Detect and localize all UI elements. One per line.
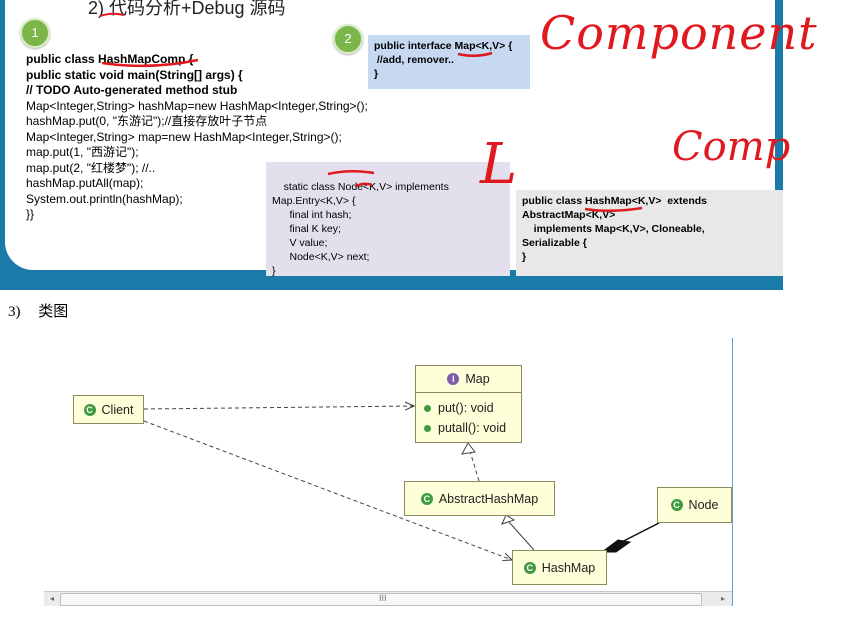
public-method-icon [424,425,431,432]
section-title-text: 类图 [38,302,69,320]
node-class-label: Node [688,498,719,512]
map-interface-code-box: public interface Map<K,V> { //add, remov… [368,35,530,89]
node-code-text: static class Node<K,V> implements Map.En… [272,181,449,277]
node-class-code-box: static class Node<K,V> implements Map.En… [266,162,510,277]
abstract-map-realization [468,447,480,482]
code-line: // TODO Auto-generated method stub [26,83,238,97]
method-putall-label: putall(): void [438,421,507,435]
code-line: Map<Integer,String> hashMap=new HashMap<… [26,98,368,113]
abstract-hash-map-class[interactable]: C AbstractHashMap [404,481,555,516]
section-3-title: 3) 类图 [8,300,68,321]
class-icon: C [670,499,683,511]
hashmap-class-code-box: public class HashMap<K,V> extends Abstra… [516,190,783,276]
code-line: public static void main(String[] args) { [26,67,243,82]
code-line: hashMap.put(0, "东游记");//直接存放叶子节点 [26,114,268,128]
code-line: }} [26,207,35,221]
hashmap-abstract-generalization [508,521,535,551]
handwritten-component-annotation: Component [540,6,818,60]
client-class[interactable]: C Client [73,395,144,424]
code-line: hashMap.putAll(map); [26,176,144,190]
method-put-label: put(): void [438,401,494,415]
code-line: System.out.println(hashMap); [26,191,183,206]
main-code-block: public class HashMapComp {public static … [26,52,368,223]
abstract-hash-map-label: AbstractHashMap [438,491,539,506]
scroll-left-icon[interactable]: ◂ [49,594,54,603]
code-line: public class HashMapComp { [26,52,194,66]
interface-icon: I [447,373,460,385]
node-class[interactable]: C Node [657,487,732,523]
horizontal-scrollbar[interactable]: ◂ III ▸ [44,591,732,606]
class-icon: C [420,492,433,505]
class-diagram: C Client I Map put(): void putall(): voi… [44,338,733,606]
hash-map-class-label: HashMap [541,560,596,575]
code-line: map.put(1, "西游记"); [26,145,139,159]
method-putall: putall(): void [424,418,521,438]
section-heading: 2) 代码分析+Debug 源码 [88,0,286,18]
diagram-connectors [143,338,660,606]
code-screenshot-panel: 2) 代码分析+Debug 源码 1 2 3 4 public class Ha… [0,0,818,290]
section-number: 3) [8,304,21,320]
scroll-right-icon[interactable]: ▸ [720,594,725,603]
public-method-icon [424,405,431,412]
scroll-grip-icon: III [379,593,387,603]
code-line: Map<Integer,String> map=new HashMap<Inte… [26,129,342,144]
client-map-dependency [143,406,414,409]
scrollbar-thumb[interactable]: III [60,593,702,606]
client-hashmap-dependency [143,420,512,560]
class-icon: C [83,403,96,416]
client-class-label: Client [101,402,134,417]
badge-2: 2 [333,24,363,54]
method-put: put(): void [424,398,521,418]
hash-map-class[interactable]: C HashMap [512,550,607,585]
handwritten-leaf-annotation: L [480,132,518,197]
handwritten-underlines [99,12,643,212]
handwritten-comp-annotation: Comp [672,124,791,170]
code-line: map.put(2, "红楼梦"); //.. [26,160,156,175]
map-interface[interactable]: I Map put(): void putall(): void [415,365,522,443]
class-icon: C [523,561,536,574]
badge-1: 1 [20,18,50,48]
map-interface-label: Map [465,372,490,386]
